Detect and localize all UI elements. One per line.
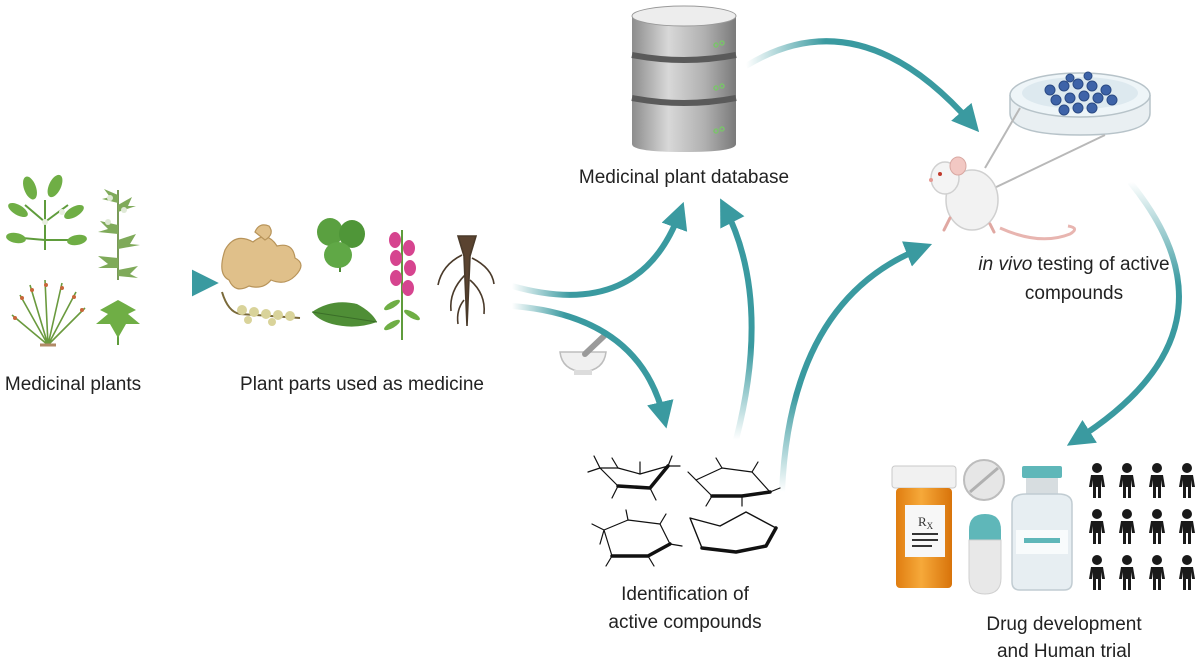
in-vivo-label-line2: compounds	[1025, 283, 1123, 304]
in-vivo-label-line1: in vivo testing of active	[978, 254, 1169, 275]
in-vivo-italic: in vivo	[978, 254, 1032, 275]
identification-label-line2: active compounds	[608, 612, 761, 633]
arrow-parts-to-identification	[511, 303, 674, 429]
arrow-parts-to-database	[511, 201, 688, 298]
oak-leaf-icon	[311, 302, 378, 327]
pill-bottle-icon: RX	[891, 465, 957, 588]
database-server-icon	[631, 5, 737, 152]
molecular-structures-icon	[587, 455, 781, 567]
identification-label-line1: Identification of	[621, 584, 750, 605]
chair-conformation-3	[591, 509, 683, 567]
catkin-flower-icon	[221, 291, 301, 326]
ginger-root-icon	[221, 224, 302, 290]
chair-conformation-4	[689, 511, 778, 554]
arrow-identification-to-in-vivo	[779, 241, 933, 493]
shrub-icon	[11, 279, 86, 347]
strawberry-leaf-icon	[317, 218, 365, 272]
plant-parts-illustration	[221, 218, 495, 340]
chair-conformation-1	[587, 455, 681, 501]
zoom-line-lower	[989, 134, 1106, 191]
medicinal-plants-label: Medicinal plants	[5, 374, 141, 395]
capsule-icon	[968, 514, 1002, 595]
arrow-identification-to-database	[720, 198, 755, 441]
medicinal-plants-illustration	[6, 174, 140, 347]
mistletoe-icon	[6, 174, 87, 250]
chair-conformation-2	[687, 457, 781, 507]
vial-icon	[1011, 466, 1073, 591]
zoom-line-upper	[984, 107, 1021, 169]
drug-development-label-line2: and Human trial	[997, 641, 1131, 662]
herb-leaf-icon	[96, 300, 140, 345]
arrow-database-to-in-vivo	[744, 38, 980, 133]
taproot-icon	[437, 235, 495, 327]
plant-parts-label: Plant parts used as medicine	[240, 374, 484, 395]
people-group-icon	[1089, 463, 1195, 590]
flower-spike-icon	[384, 230, 420, 340]
database-label: Medicinal plant database	[579, 167, 789, 188]
mouse-icon	[929, 156, 1076, 241]
rx-symbol: RX	[918, 514, 934, 531]
tablet-icon	[963, 459, 1005, 501]
mortar-pestle-icon	[559, 333, 607, 375]
arrow-in-vivo-to-drug-development	[1066, 180, 1182, 446]
petri-dish-icon	[1009, 71, 1151, 136]
wormwood-icon	[98, 189, 140, 280]
drug-development-label-line1: Drug development	[986, 614, 1142, 635]
in-vivo-rest: testing of active	[1032, 254, 1169, 275]
